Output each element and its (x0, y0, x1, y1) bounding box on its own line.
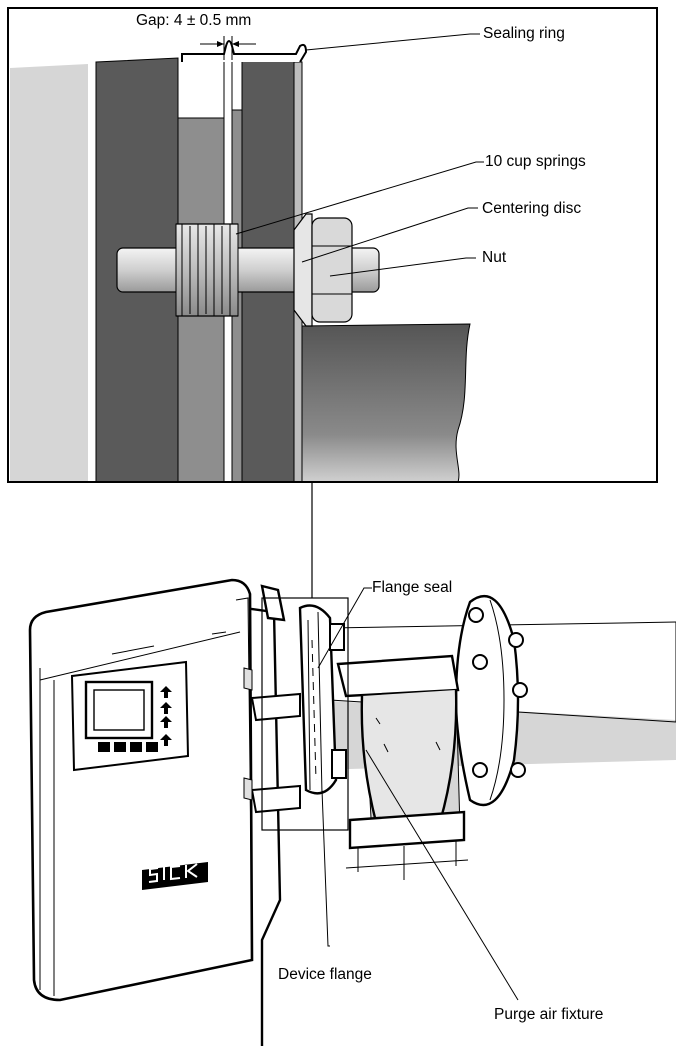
leader-purge-air-fixture (365, 749, 519, 1001)
housing-body (28, 578, 254, 1002)
device-flange-assembly (298, 604, 347, 795)
leader-device-flange (321, 789, 330, 947)
label-cup-springs: 10 cup springs (485, 153, 586, 170)
detail-cross-section (10, 40, 471, 481)
flange-seal-dash (311, 639, 317, 781)
gap-dimension (200, 36, 256, 60)
brand-logo (142, 862, 208, 890)
nut (311, 217, 353, 323)
leader-sealing-ring (305, 33, 480, 51)
detail-region-box (261, 597, 349, 831)
duct-flange (454, 594, 528, 806)
keypad-icon (98, 686, 172, 752)
gap-label: Gap: 4 ± 0.5 mm (136, 12, 251, 29)
detail-panel: Gap: 4 ± 0.5 mm Sealing ring 10 cup spri… (7, 7, 658, 483)
label-sealing-ring: Sealing ring (483, 25, 565, 42)
leader-flange-seal (317, 587, 372, 669)
leader-cup-springs (235, 161, 484, 235)
leader-centering-disc (301, 207, 478, 263)
sealing-ring (181, 40, 308, 63)
pipe-section (301, 323, 471, 481)
detail-leaders (235, 33, 484, 277)
wall-left (10, 64, 88, 481)
centering-disc (293, 213, 313, 327)
assembly-drawing (28, 578, 676, 1046)
label-purge-air-fixture: Purge air fixture (494, 1006, 603, 1023)
display-icon (84, 680, 154, 740)
label-nut: Nut (482, 249, 507, 266)
purge-air-fixture (336, 654, 469, 880)
control-panel (70, 660, 190, 772)
label-flange-seal: Flange seal (372, 579, 452, 596)
analyzer-housing (28, 578, 301, 1046)
label-device-flange: Device flange (278, 966, 372, 983)
leader-nut (329, 257, 476, 277)
label-centering-disc: Centering disc (482, 200, 581, 217)
cup-springs (175, 223, 239, 317)
